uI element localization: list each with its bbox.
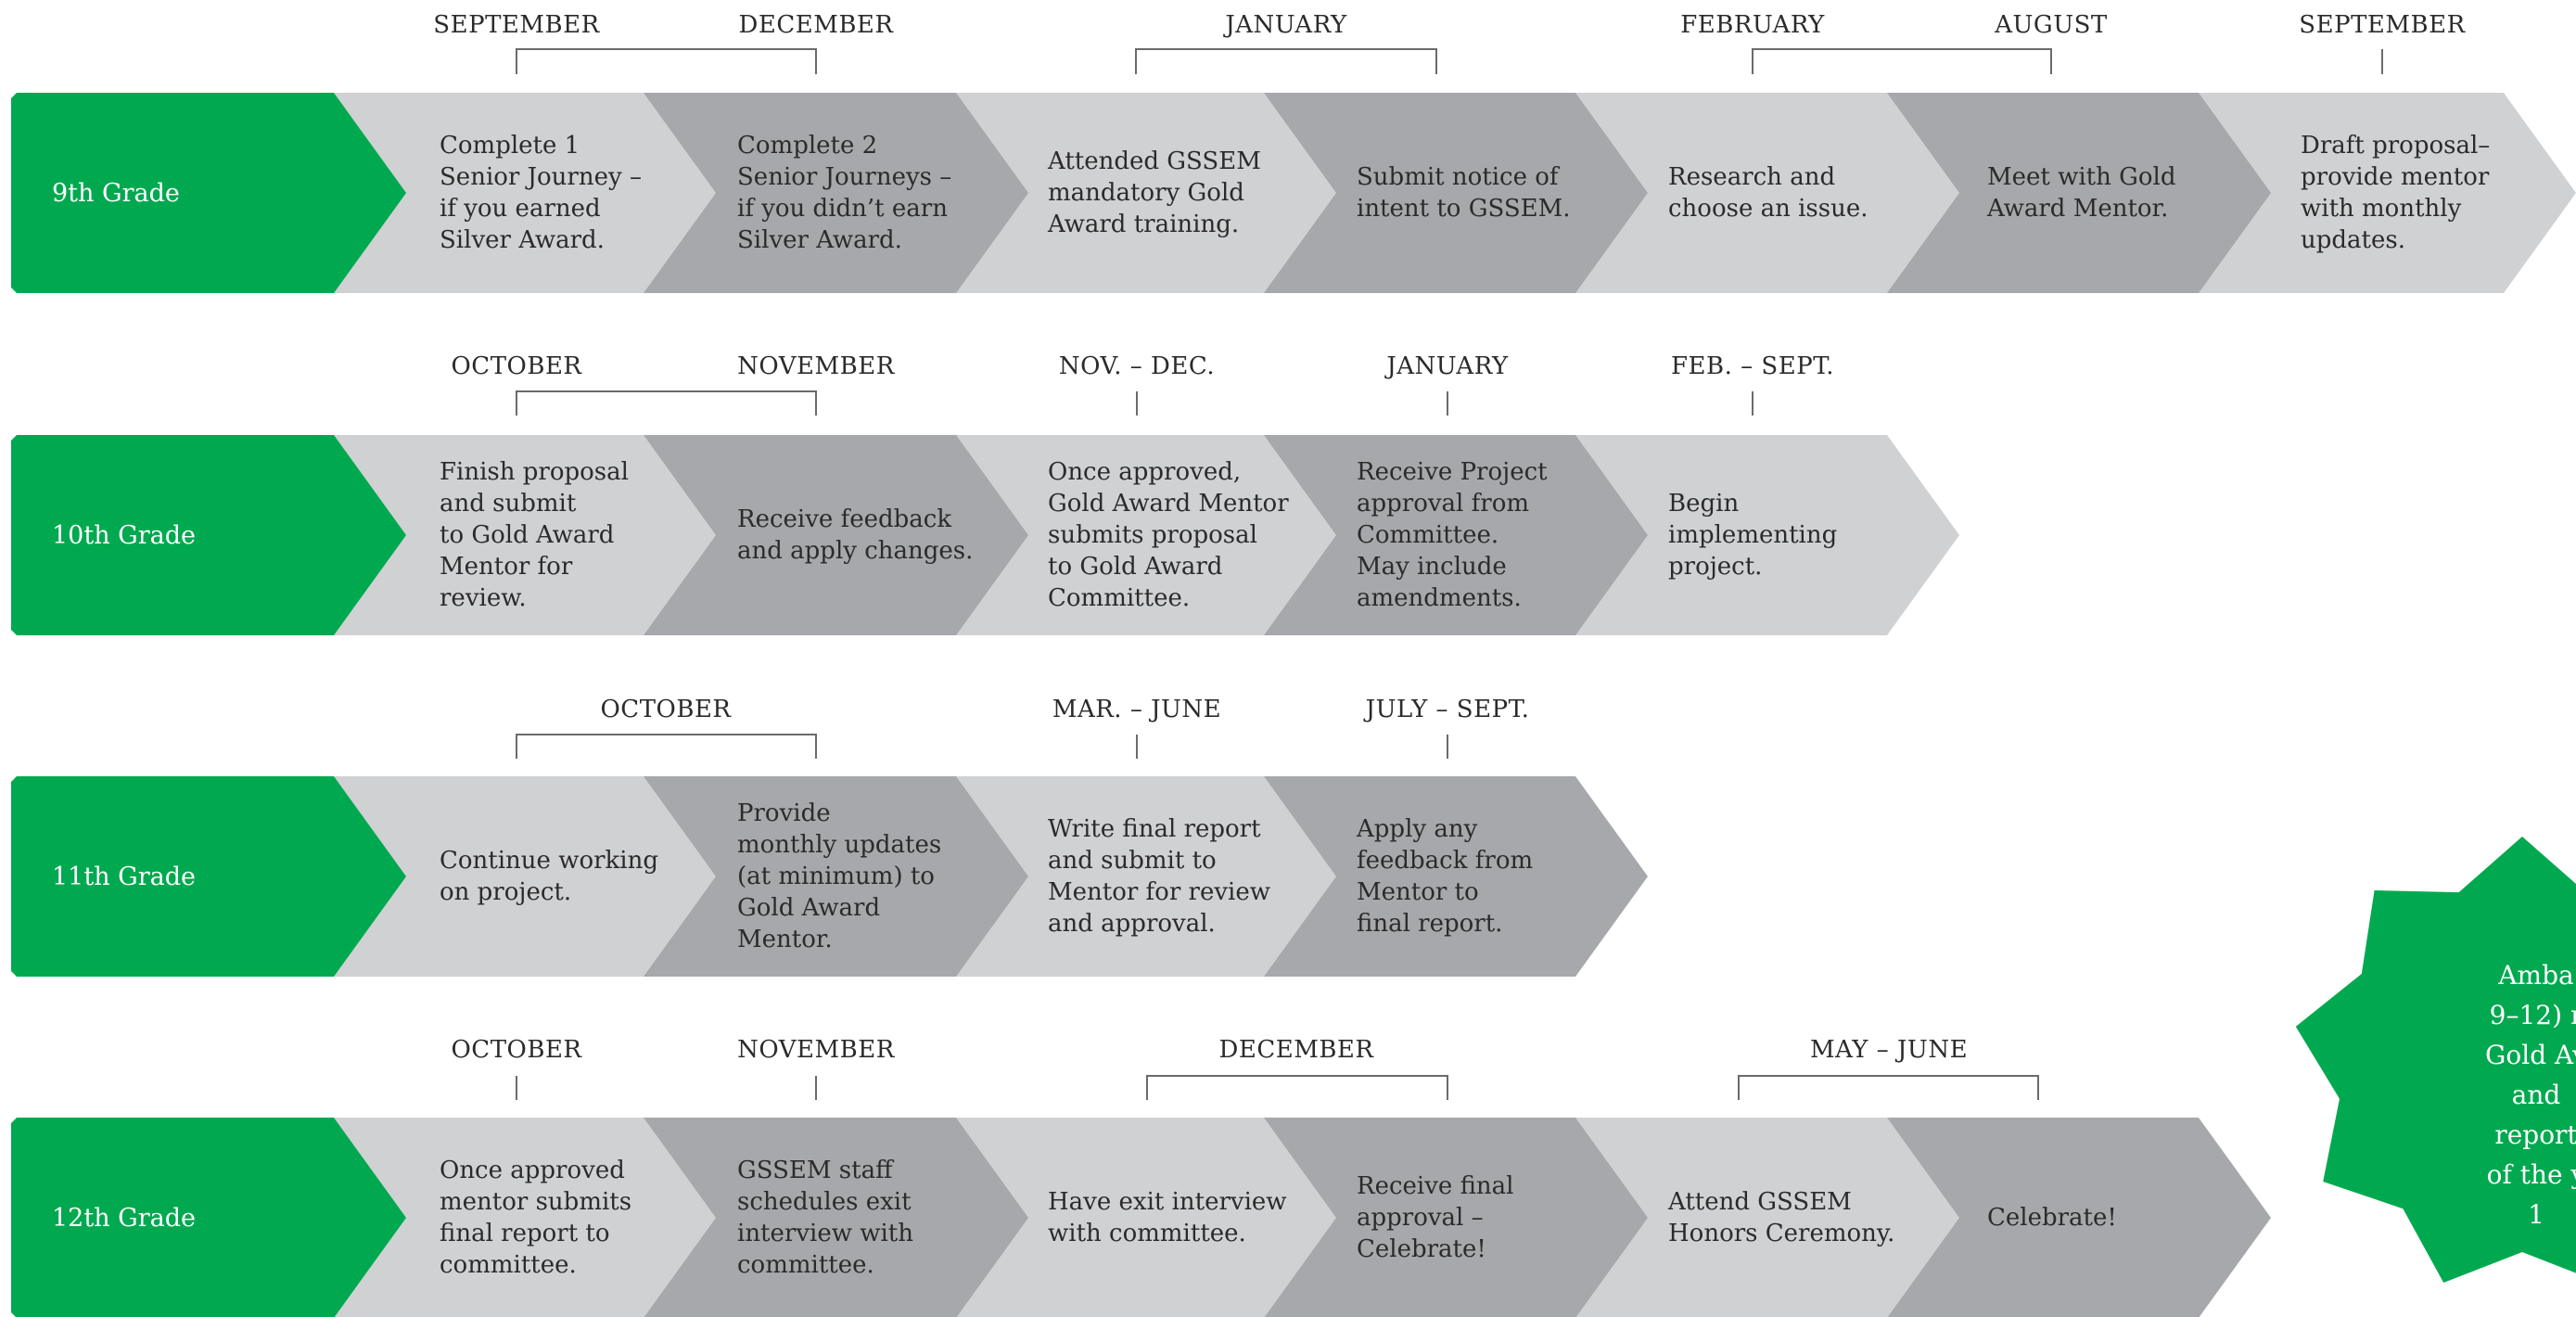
row2-step-2-chevron [644, 435, 1028, 635]
row1-month-december: DECEMBER [738, 11, 894, 39]
row3-step-1: Continue working on project. [440, 847, 658, 906]
row1-step-5-chevron [1575, 93, 1959, 293]
row1-step-7: Draft proposal– provide mentor with mont… [2301, 132, 2491, 254]
ambassador-badge-text: Amba 9–12) r Gold Av and report of the y… [2485, 960, 2576, 1230]
row3-month-october: OCTOBER [600, 696, 732, 723]
row2-step-3: Once approved, Gold Award Mentor submits… [1048, 458, 1289, 612]
row1-step-3: Attended GSSEM mandatory Gold Award trai… [1048, 147, 1261, 238]
row2-bracket-5 [516, 390, 817, 416]
row3-step-3: Write final report and submit to Mentor … [1048, 815, 1270, 938]
row1-step-2-chevron [644, 93, 1028, 293]
row3-step-1-chevron [334, 776, 716, 977]
row1-step-1-chevron [334, 93, 716, 293]
row3-step-2: Provide monthly updates (at minimum) to … [737, 799, 942, 953]
row1-step-4-chevron [1264, 93, 1648, 293]
row2-step-2: Receive feedback and apply changes. [737, 505, 974, 565]
row2-month-october: OCTOBER [451, 352, 582, 380]
row4-bracket-14 [1146, 1075, 1448, 1100]
row1-step-5: Research and choose an issue. [1668, 163, 1868, 223]
grade-label-10: 10th Grade [52, 520, 197, 550]
row1-month-september-2: SEPTEMBER [2299, 11, 2466, 39]
row4-step-4: Receive final approval – Celebrate! [1357, 1172, 1514, 1263]
row4-step-5: Attend GSSEM Honors Ceremony. [1668, 1188, 1895, 1247]
row1-bracket-2 [1135, 48, 1437, 74]
row4-step-2: GSSEM staff schedules exit interview wit… [737, 1157, 913, 1279]
grade-label-9: 9th Grade [52, 178, 180, 208]
row4-month-october: OCTOBER [451, 1036, 582, 1064]
row3-month-mar-june: MAR. – JUNE [1052, 696, 1222, 723]
row2-step-1: Finish proposal and submit to Gold Award… [440, 458, 629, 612]
row2-step-5: Begin implementing project. [1668, 490, 1838, 581]
grade-chevron-row1 [11, 93, 406, 293]
row4-step-5-chevron [1575, 1118, 1959, 1317]
ambassador-badge-shape [2295, 837, 2576, 1283]
row3-step-4: Apply any feedback from Mentor to final … [1357, 815, 1534, 938]
row1-month-august: AUGUST [1995, 11, 2108, 39]
row1-step-4: Submit notice of intent to GSSEM. [1357, 163, 1571, 223]
row2-step-3-chevron [956, 435, 1336, 635]
row3-step-2-chevron [644, 776, 1028, 977]
row3-step-4-chevron [1264, 776, 1648, 977]
row4-month-november: NOVEMBER [737, 1036, 895, 1064]
row2-month-feb-sept: FEB. – SEPT. [1671, 352, 1834, 380]
grade-chevron-row2 [11, 435, 406, 635]
row4-step-1-chevron [334, 1118, 716, 1317]
row2-step-4-chevron [1264, 435, 1648, 635]
row3-month-july-sept: JULY – SEPT. [1365, 696, 1530, 723]
grade-chevron-row4 [11, 1118, 406, 1317]
grade-chevron-row3 [11, 776, 406, 977]
row1-bracket-1 [516, 48, 817, 74]
row4-step-2-chevron [644, 1118, 1028, 1317]
row1-step-7-chevron [2199, 93, 2576, 293]
row4-bracket-15 [1738, 1075, 2039, 1100]
row4-step-1: Once approved mentor submits final repor… [440, 1157, 632, 1279]
row3-step-3-chevron [956, 776, 1336, 977]
row4-step-4-chevron [1264, 1118, 1648, 1317]
row1-month-february: FEBRUARY [1680, 11, 1825, 39]
row2-month-nov-dec: NOV. – DEC. [1058, 352, 1216, 380]
row1-step-6: Meet with Gold Award Mentor. [1987, 163, 2176, 223]
row1-bracket-3 [1752, 48, 2052, 74]
row1-step-3-chevron [956, 93, 1336, 293]
row4-month-may-june: MAY – JUNE [1809, 1036, 1969, 1064]
row4-step-6-chevron [1887, 1118, 2271, 1317]
row1-step-6-chevron [1887, 93, 2271, 293]
row4-step-3: Have exit interview with committee. [1048, 1188, 1287, 1247]
row2-month-november: NOVEMBER [737, 352, 895, 380]
grade-label-11: 11th Grade [52, 862, 197, 891]
row2-step-1-chevron [334, 435, 716, 635]
row2-step-5-chevron [1575, 435, 1959, 635]
row1-step-2: Complete 2 Senior Journeys – if you didn… [737, 132, 952, 254]
row2-step-4: Receive Project approval from Committee.… [1357, 458, 1548, 612]
row1-month-september: SEPTEMBER [433, 11, 600, 39]
row2-month-january: JANUARY [1386, 352, 1509, 380]
row4-step-6: Celebrate! [1987, 1204, 2117, 1232]
grade-label-12: 12th Grade [52, 1203, 197, 1233]
row1-month-january: JANUARY [1225, 11, 1347, 39]
row4-step-3-chevron [956, 1118, 1336, 1317]
row3-bracket-9 [516, 734, 817, 759]
row4-month-december: DECEMBER [1218, 1036, 1374, 1064]
row1-step-1: Complete 1 Senior Journey – if you earne… [440, 132, 642, 254]
